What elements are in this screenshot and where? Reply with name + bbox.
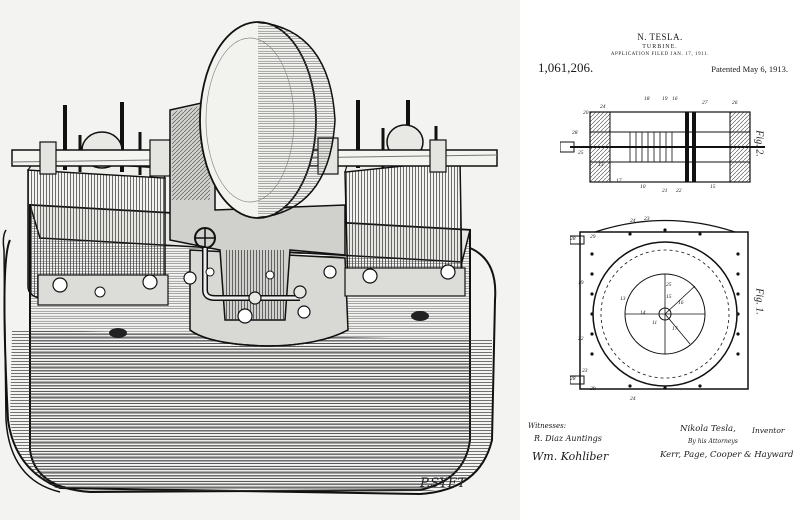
steam-pipes	[194, 227, 307, 305]
base-bolts	[183, 265, 337, 324]
fig1-ref: 16	[678, 300, 684, 306]
witnesses-label: Witnesses:	[528, 422, 567, 430]
patent-title: TURBINE.	[642, 44, 678, 50]
fig2-ref: 27	[702, 100, 708, 106]
fig2-ref: 10	[640, 184, 646, 190]
fig2-ref: 24	[600, 104, 606, 110]
turbine-engraving: P.SYET	[0, 0, 520, 520]
fig1-ref: 29	[590, 386, 596, 392]
fig1-ref: 11	[652, 320, 658, 326]
left-bearing-housing	[26, 102, 169, 306]
patent-date: Patented May 6, 1913.	[711, 64, 788, 74]
fig1-ref: 29	[590, 234, 596, 240]
patent-number: 1,061,206.	[538, 60, 594, 75]
fig2-ref: 18	[644, 96, 650, 102]
fig1-ref: 24	[630, 218, 636, 224]
fig1-ref: 23	[644, 216, 650, 222]
fig1-drawing	[570, 219, 749, 390]
fig2-label: Fig. 2.	[753, 130, 765, 157]
fig1-ref: 19	[578, 280, 584, 286]
fig1-ref: 23	[582, 368, 588, 374]
fig2-ref: 28	[572, 130, 578, 136]
right-bearing-housing	[344, 100, 466, 297]
fig2-ref: 25	[578, 150, 584, 156]
attorneys-signature: Kerr, Page, Cooper & Hayward	[660, 450, 794, 460]
fig2-ref: 13	[598, 162, 604, 168]
application-line: APPLICATION FILED JAN. 17, 1911.	[610, 52, 710, 57]
fig2-ref: 22	[676, 188, 682, 194]
fig2-ref: 20	[583, 110, 589, 116]
fig1-ref: 28	[570, 376, 576, 382]
fig1-ref: 17	[672, 326, 678, 332]
fig2-ref: 15	[710, 184, 716, 190]
patent-sheet: N. TESLA. TURBINE. APPLICATION FILED JAN…	[520, 0, 800, 520]
fig1-ref: 14	[640, 310, 646, 316]
fig1-ref: 24	[630, 396, 636, 402]
fig1-ref: 13	[620, 296, 626, 302]
fig2-ref: 17	[616, 178, 622, 184]
fig1-ref: 22	[578, 336, 584, 342]
artist-signature: P.SYET	[419, 476, 467, 491]
attorneys-label: By his Attorneys	[688, 438, 738, 445]
witness-signature-1: R. Diaz Auntings	[534, 434, 602, 443]
fig2-drawing	[560, 111, 765, 183]
turbine-illustration: P.SYET	[2, 21, 498, 496]
turbine-disk	[199, 21, 336, 219]
inventor-header: N. TESLA.	[637, 32, 683, 42]
fig2-ref: 16	[672, 96, 678, 102]
fig1-ref: 28	[570, 236, 576, 242]
inventor-signature: Nikola Tesla,	[680, 424, 736, 434]
fig2-ref: 26	[732, 100, 738, 106]
fig2-ref: 19	[662, 96, 668, 102]
fig1-label: Fig. 1.	[753, 288, 765, 315]
witness-signature-2: Wm. Kohliber	[532, 450, 609, 463]
fig1-ref: 15	[666, 294, 672, 300]
inventor-label: Inventor	[752, 426, 785, 435]
fig1-ref: 25	[666, 282, 672, 288]
fig2-ref: 21	[662, 188, 668, 194]
